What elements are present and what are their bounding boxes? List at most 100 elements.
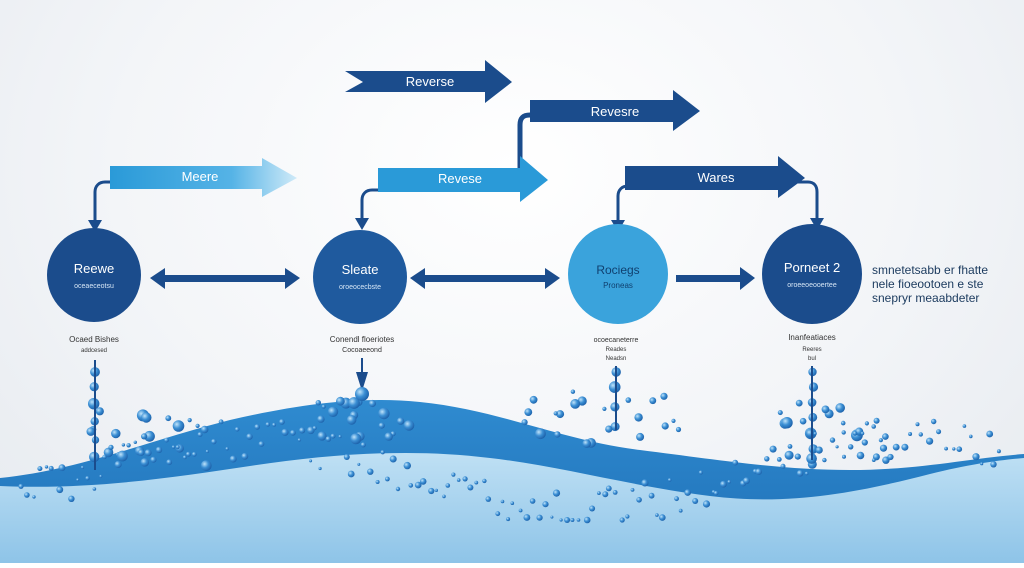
foam-bubble — [536, 514, 543, 521]
node-3-title: Rociegs — [596, 263, 639, 277]
foam-bubble — [822, 457, 827, 463]
foam-bubble — [878, 438, 884, 443]
foam-bubble — [908, 432, 913, 436]
arrow-top-right-label: Revesre — [591, 104, 639, 119]
foam-bubble — [68, 495, 75, 502]
column-bubble — [610, 402, 620, 412]
foam-bubble — [852, 431, 858, 436]
foam-bubble — [720, 480, 727, 488]
foam-bubble — [309, 459, 313, 463]
foam-bubble — [279, 419, 285, 425]
foam-bubble — [99, 474, 103, 478]
foam-bubble — [510, 501, 515, 506]
foam-bubble — [225, 447, 229, 451]
foam-bubble — [144, 449, 152, 457]
foam-bubble — [367, 468, 374, 475]
foam-bubble — [171, 445, 176, 449]
foam-bubble — [330, 433, 336, 439]
cluster-bubble — [368, 399, 376, 408]
foam-bubble — [813, 431, 817, 436]
cluster-bubble — [840, 420, 846, 426]
foam-bubble — [48, 465, 54, 471]
foam-bubble — [780, 463, 786, 469]
foam-bubble — [602, 491, 609, 498]
foam-bubble — [931, 418, 937, 425]
cluster-bubble — [784, 450, 794, 460]
node-2-title: Sleate — [342, 262, 379, 277]
foam-bubble — [462, 476, 468, 482]
cluster-bubble — [535, 428, 546, 440]
foam-bubble — [529, 498, 536, 504]
foam-bubble — [559, 518, 563, 522]
foam-bubble — [787, 444, 793, 449]
node-2-subtitle: oroeocecbste — [339, 284, 381, 291]
cluster-bubble — [799, 417, 807, 425]
cluster-bubble — [172, 420, 185, 432]
foam-bubble — [776, 457, 782, 462]
cluster-bubble — [378, 407, 390, 420]
foam-bubble — [229, 455, 237, 463]
water-waves — [0, 367, 1024, 563]
drip-funnel — [355, 372, 369, 401]
foam-bubble — [576, 518, 581, 522]
foam-bubble — [218, 419, 224, 425]
foam-bubble — [76, 478, 80, 482]
connector-3-4 — [676, 267, 755, 290]
foam-bubble — [347, 470, 355, 478]
cluster-bubble — [636, 432, 645, 441]
foam-bubble — [474, 480, 479, 485]
foam-bubble — [434, 488, 438, 492]
foam-bubble — [500, 499, 505, 504]
cluster-bubble — [661, 422, 669, 430]
foam-bubble — [755, 468, 762, 476]
node-3-caption: ocoecaneterre Reades Neadsn — [594, 337, 639, 362]
foam-bubble — [114, 460, 122, 469]
foam-bubble — [564, 517, 571, 523]
foam-bubble — [804, 471, 809, 476]
arrow-middle-left-label: Meere — [182, 169, 219, 184]
cluster-bubble — [781, 417, 793, 429]
cluster-bubble — [521, 419, 528, 426]
foam-bubble — [667, 478, 672, 482]
foam-bubble — [56, 486, 64, 494]
foam-bubble — [842, 454, 846, 459]
cluster-bubble — [321, 404, 326, 409]
foam-bubble — [182, 455, 187, 460]
node-2: Sleate oroeocecbste — [313, 230, 407, 324]
cluster-bubble — [556, 410, 565, 419]
foam-bubble — [542, 501, 549, 508]
foam-bubble — [713, 490, 719, 496]
foam-bubble — [102, 454, 107, 460]
foam-bubble — [495, 511, 501, 517]
foam-bubble — [299, 427, 306, 434]
arrow-middle-right-label: Wares — [697, 170, 735, 185]
node-3: Rociegs Proneas — [568, 224, 668, 324]
foam-bubble — [996, 449, 1001, 454]
node-3-subtitle: Proneas — [603, 281, 633, 290]
foam-bubble — [926, 437, 934, 445]
node-3-caption-line-1: ocoecaneterre — [594, 337, 639, 344]
foam-bubble — [835, 445, 839, 449]
foam-bubble — [32, 495, 36, 499]
foam-bubble — [258, 441, 265, 447]
cluster-bubble — [141, 412, 152, 423]
foam-bubble — [972, 453, 980, 461]
foam-bubble — [727, 480, 731, 484]
foam-bubble — [506, 517, 511, 522]
node-2-caption: Conendl floeriotes Cocoaeeond — [330, 335, 394, 354]
foam-bubble — [37, 466, 43, 472]
foam-bubble — [887, 453, 894, 461]
foam-bubble — [191, 451, 197, 457]
cluster-bubble — [384, 432, 393, 441]
cluster-bubble — [529, 395, 538, 404]
foam-bubble — [150, 456, 157, 463]
node-1-subtitle: oceaeceotsu — [74, 283, 114, 290]
cluster-bubble — [806, 429, 815, 438]
foam-bubble — [408, 483, 414, 488]
foam-bubble — [234, 427, 240, 432]
foam-bubble — [605, 485, 612, 492]
foam-bubble — [414, 481, 422, 489]
foam-bubble — [419, 478, 427, 485]
foam-bubble — [485, 496, 492, 502]
